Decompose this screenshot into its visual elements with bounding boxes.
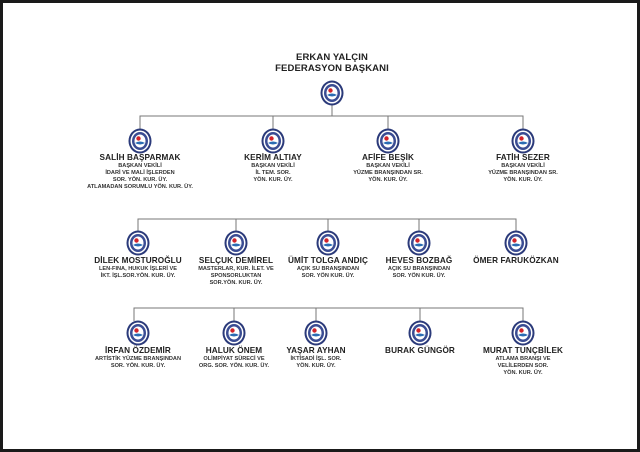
federation-logo-icon bbox=[224, 230, 248, 256]
connector-top bbox=[139, 105, 524, 129]
member-name: AFİFE BEŞİK bbox=[361, 153, 415, 162]
member-role-line: İKT. İŞL.SOR.YÖN. KUR. ÜY. bbox=[100, 273, 176, 279]
federation-logo-icon bbox=[504, 230, 528, 256]
member-node: ÖMER FARUKÖZKAN bbox=[473, 256, 559, 266]
member-name: DİLEK MOSTUROĞLU bbox=[94, 256, 182, 265]
federation-logo-icon bbox=[376, 128, 400, 154]
federation-logo-icon bbox=[126, 230, 150, 256]
member-name: ÖMER FARUKÖZKAN bbox=[473, 256, 559, 265]
president-name: ERKAN YALÇIN bbox=[296, 52, 368, 63]
member-role-line: AÇIK SU BRANŞINDAN bbox=[387, 266, 451, 272]
member-name: FATİH SEZER bbox=[496, 153, 550, 162]
member-role-line: ARTİSTİK YÜZME BRANŞINDAN bbox=[95, 356, 181, 362]
federation-logo-icon bbox=[316, 230, 340, 256]
member-name: HALUK ÖNEM bbox=[205, 346, 263, 355]
member-role-line: İKTİSADİ İŞL. SOR. bbox=[290, 356, 342, 362]
member-role-line: ATLAMADAN SORUMLU YÖN. KUR. ÜY. bbox=[87, 184, 193, 190]
member-role-line: VELİLERDEN SOR. bbox=[497, 363, 549, 369]
member-name: SELÇUK DEMİREL bbox=[198, 256, 274, 265]
federation-logo-icon bbox=[511, 320, 535, 346]
president-node: ERKAN YALÇIN FEDERASYON BAŞKANI bbox=[275, 52, 389, 74]
member-role-line: SPONSORLUKTAN bbox=[210, 273, 262, 279]
connector-row3 bbox=[133, 307, 524, 321]
member-role-line: YÖN. KUR. ÜY. bbox=[296, 363, 336, 369]
member-node: BURAK GÜNGÖR bbox=[385, 346, 455, 356]
federation-logo-icon bbox=[408, 320, 432, 346]
member-role-line: YÜZME BRANŞINDAN SR. bbox=[488, 170, 558, 176]
member-role-line: BAŞKAN VEKİLİ bbox=[251, 163, 295, 169]
member-name: ÜMİT TOLGA ANDIÇ bbox=[288, 256, 368, 265]
federation-logo-icon bbox=[407, 230, 431, 256]
member-role-line: YÖN. KUR. ÜY. bbox=[368, 177, 408, 183]
member-name: MURAT TUNÇBİLEK bbox=[482, 346, 564, 355]
member-role-line: AÇIK SU BRANŞINDAN bbox=[296, 266, 360, 272]
member-role-line: İDARİ VE MALİ İŞLERDEN bbox=[105, 170, 175, 176]
federation-logo-icon bbox=[126, 320, 150, 346]
member-name: HEVES BOZBAĞ bbox=[385, 256, 453, 265]
member-role-line: İL TEM. SOR. bbox=[255, 170, 291, 176]
member-role-line: SOR.YÖN. KUR. ÜY. bbox=[209, 280, 263, 286]
president-title: FEDERASYON BAŞKANI bbox=[275, 63, 389, 74]
member-role-line: SOR. YÖN KUR. ÜY. bbox=[301, 273, 355, 279]
federation-logo-icon bbox=[261, 128, 285, 154]
federation-logo-icon bbox=[128, 128, 152, 154]
member-role-line: ORG. SOR. YÖN. KUR. ÜY. bbox=[198, 363, 270, 369]
member-role-line: YÖN. KUR. ÜY. bbox=[503, 177, 543, 183]
member-role-line: YÖN. KUR. ÜY. bbox=[253, 177, 293, 183]
member-role-line: LEN-FINA, HUKUK İŞLERİ VE bbox=[98, 266, 178, 272]
federation-logo-icon bbox=[222, 320, 246, 346]
member-role-line: YÜZME BRANŞINDAN SR. bbox=[353, 170, 423, 176]
federation-logo-icon bbox=[320, 80, 344, 106]
member-role-line: BAŞKAN VEKİLİ bbox=[366, 163, 410, 169]
member-name: KERİM ALTIAY bbox=[244, 153, 302, 162]
member-role-line: OLİMPİYAT SÜRECİ VE bbox=[203, 356, 265, 362]
member-role-line: BAŞKAN VEKİLİ bbox=[501, 163, 545, 169]
member-role-line: SOR. YÖN. KUR. ÜY. bbox=[110, 363, 166, 369]
member-name: SALİH BAŞPARMAK bbox=[99, 153, 181, 162]
member-role-line: BAŞKAN VEKİLİ bbox=[118, 163, 162, 169]
connector-row2 bbox=[137, 218, 517, 231]
member-role-line: SOR. YÖN KUR. ÜY. bbox=[392, 273, 446, 279]
member-name: İRFAN ÖZDEMİR bbox=[105, 346, 171, 355]
member-role-line: ATLAMA BRANŞI VE bbox=[495, 356, 551, 362]
member-name: YAŞAR AYHAN bbox=[286, 346, 346, 355]
federation-logo-icon bbox=[304, 320, 328, 346]
federation-logo-icon bbox=[511, 128, 535, 154]
connector-lines bbox=[133, 105, 524, 321]
member-name: BURAK GÜNGÖR bbox=[385, 346, 455, 355]
member-role-line: SOR. YÖN. KUR. ÜY. bbox=[112, 177, 168, 183]
member-role-line: MASTERLAR, KUR. İLET. VE bbox=[198, 266, 274, 272]
member-role-line: YÖN. KUR. ÜY. bbox=[503, 370, 543, 376]
